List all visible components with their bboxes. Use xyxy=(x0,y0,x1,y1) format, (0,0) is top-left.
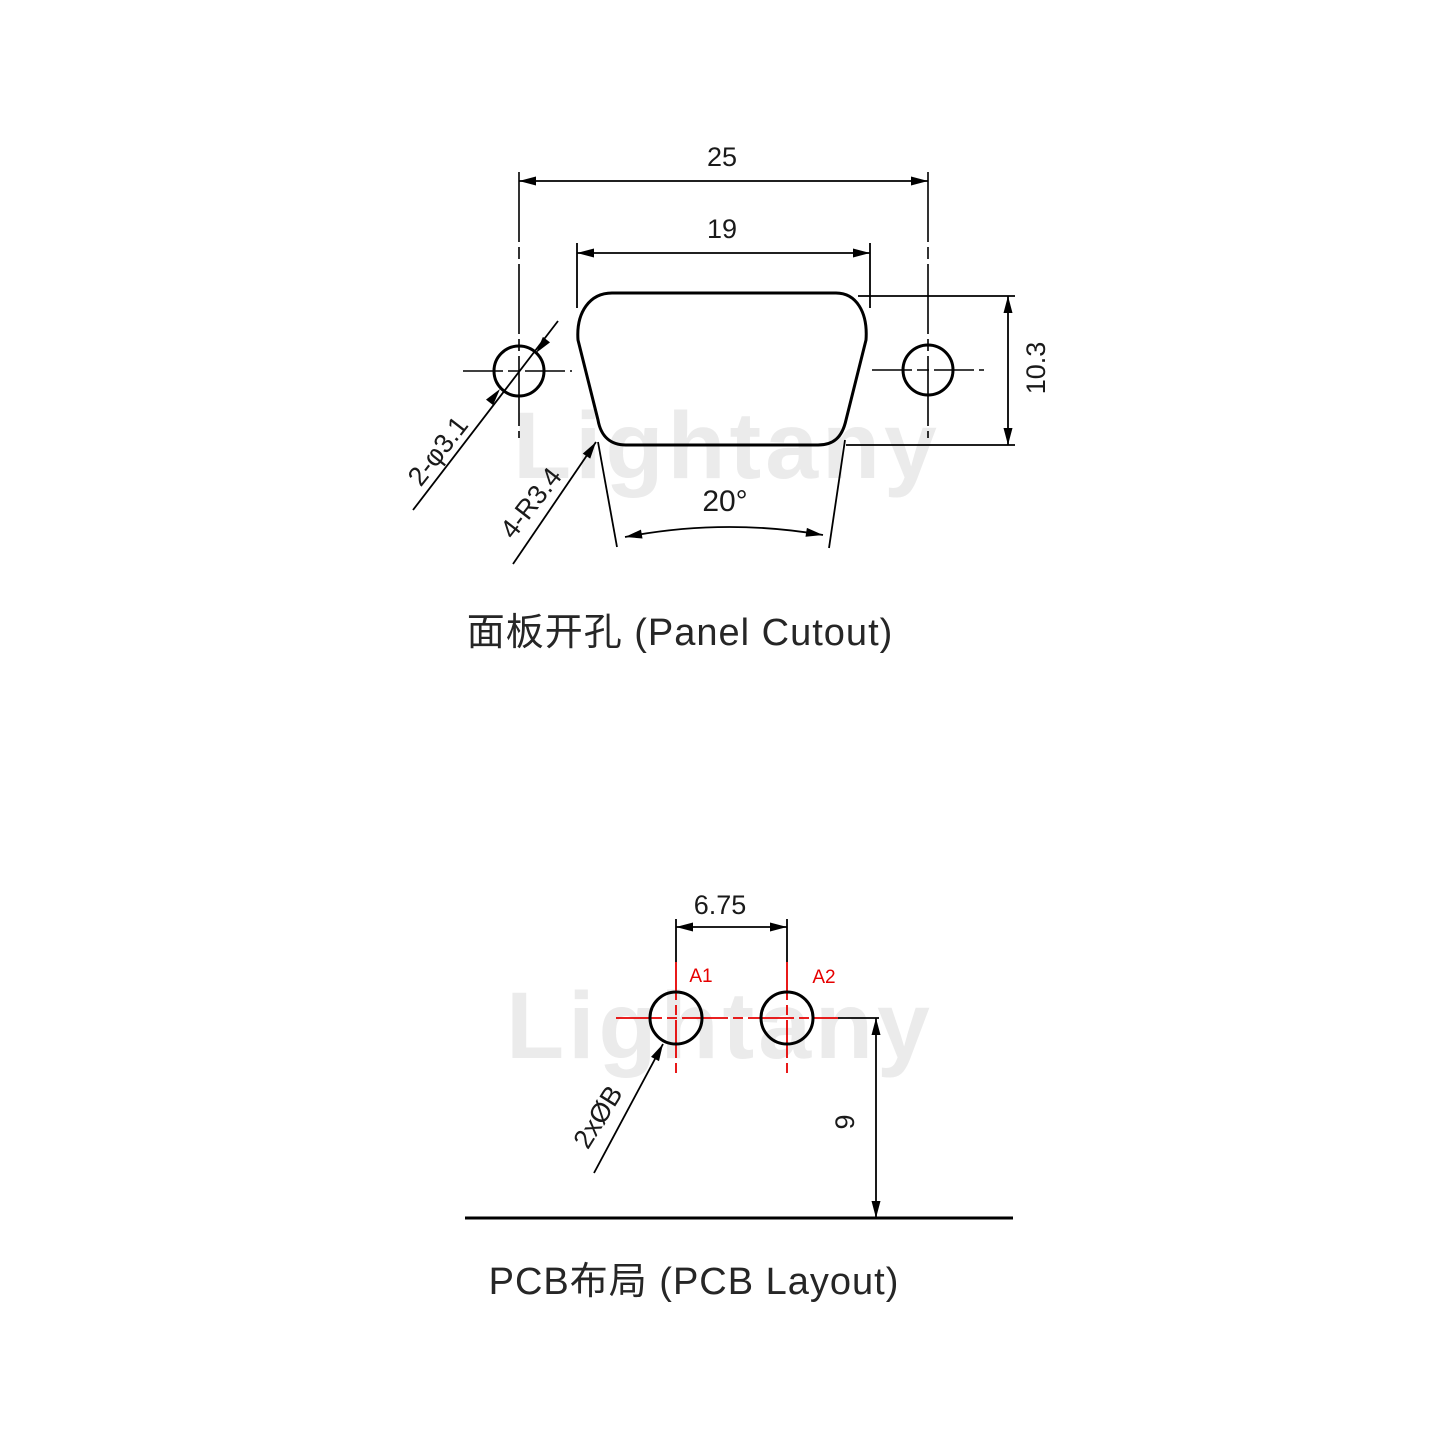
label-mount-holes: 2-φ3.1 xyxy=(402,411,474,492)
dimension-text-edge-distance: 9 xyxy=(830,1114,860,1129)
dimension-side-angle: 20° xyxy=(597,439,846,549)
arrowhead-bottom xyxy=(871,1201,881,1218)
dimension-text-opening-height: 10.3 xyxy=(1021,342,1051,395)
angle-extension-left xyxy=(597,441,618,548)
dimension-overall-width: 25 xyxy=(519,142,928,186)
label-side-angle: 20° xyxy=(702,485,747,518)
dimension-text-overall-width: 25 xyxy=(707,142,737,172)
dimension-opening-height: 10.3 xyxy=(846,295,1051,446)
arrowhead-left xyxy=(577,248,594,258)
arrowhead xyxy=(582,442,596,459)
pcb-hole-a1 xyxy=(648,990,704,1046)
dimension-edge-distance: 9 xyxy=(830,1017,881,1218)
panel-cutout-outline xyxy=(576,291,868,447)
arrowhead-top xyxy=(871,1018,881,1035)
arrowhead-right xyxy=(805,527,823,537)
panel-cutout-caption: 面板开孔 (Panel Cutout) xyxy=(467,612,894,654)
arrowhead xyxy=(651,1044,663,1062)
arrowhead-right xyxy=(770,922,787,932)
pcb-layout-caption: PCB布局 (PCB Layout) xyxy=(489,1261,900,1303)
arrowhead-lower xyxy=(485,389,500,406)
arrowhead-bottom xyxy=(1003,428,1013,445)
pad-label-a1: A1 xyxy=(689,966,712,987)
arrowhead-left xyxy=(519,176,536,186)
pcb-layout-view: Lightany A1 A2 6.75 2xØB xyxy=(465,890,1013,1303)
panel-cutout-view: Lightany 25 19 xyxy=(402,142,1051,654)
leader-line xyxy=(512,441,597,565)
dimension-pad-pitch: 6.75 xyxy=(675,890,788,962)
angle-extension-right xyxy=(828,439,846,549)
label-hole-size: 2xØB xyxy=(567,1080,628,1153)
angle-arc xyxy=(624,526,824,538)
arrowhead-right xyxy=(911,176,928,186)
arrowhead-left xyxy=(625,529,643,539)
dimension-text-opening-width: 19 xyxy=(707,214,737,244)
leader-line xyxy=(412,320,559,511)
pad-label-a2: A2 xyxy=(812,967,835,988)
arrowhead-left xyxy=(676,922,693,932)
arrowhead-upper xyxy=(536,336,551,353)
arrowhead-top xyxy=(1003,296,1013,313)
dimension-text-pad-pitch: 6.75 xyxy=(694,890,747,920)
leader-line xyxy=(593,1043,664,1174)
arrowhead-right xyxy=(853,248,870,258)
pcb-hole-a2 xyxy=(759,990,815,1046)
dimension-opening-width: 19 xyxy=(576,214,871,308)
watermark-text-pcb: Lightany xyxy=(506,973,934,1079)
